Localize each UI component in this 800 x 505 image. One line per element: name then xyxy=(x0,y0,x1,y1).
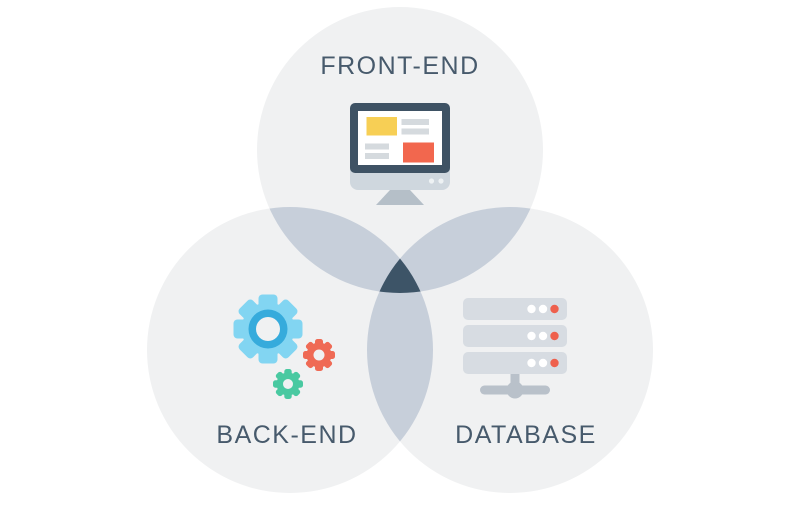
monitor-chin-dot xyxy=(438,178,444,184)
label-database: DATABASE xyxy=(455,421,597,449)
server-icon xyxy=(463,298,567,399)
monitor-chin-dot xyxy=(428,178,435,184)
screen-text-line xyxy=(401,128,429,135)
screen-text-line xyxy=(365,143,389,150)
server-rack xyxy=(463,298,567,374)
server-hub xyxy=(506,381,524,399)
monitor-chin xyxy=(350,168,450,190)
monitor-icon xyxy=(350,103,450,205)
screen-red-block xyxy=(403,142,434,163)
monitor-stand xyxy=(376,190,424,205)
overlap-front-back xyxy=(257,207,433,293)
screen-text-line xyxy=(365,153,389,159)
screen-text-line xyxy=(401,119,429,125)
label-back-end: BACK-END xyxy=(216,421,358,449)
gears-icon xyxy=(233,294,335,399)
gear-small-green xyxy=(273,369,303,399)
gear-large-blue xyxy=(233,294,303,364)
overlap-front-database xyxy=(367,207,543,293)
gear-small-red xyxy=(303,339,335,371)
screen-yellow-block xyxy=(366,117,397,136)
label-front-end: FRONT-END xyxy=(320,52,480,80)
server-stem xyxy=(510,370,520,390)
